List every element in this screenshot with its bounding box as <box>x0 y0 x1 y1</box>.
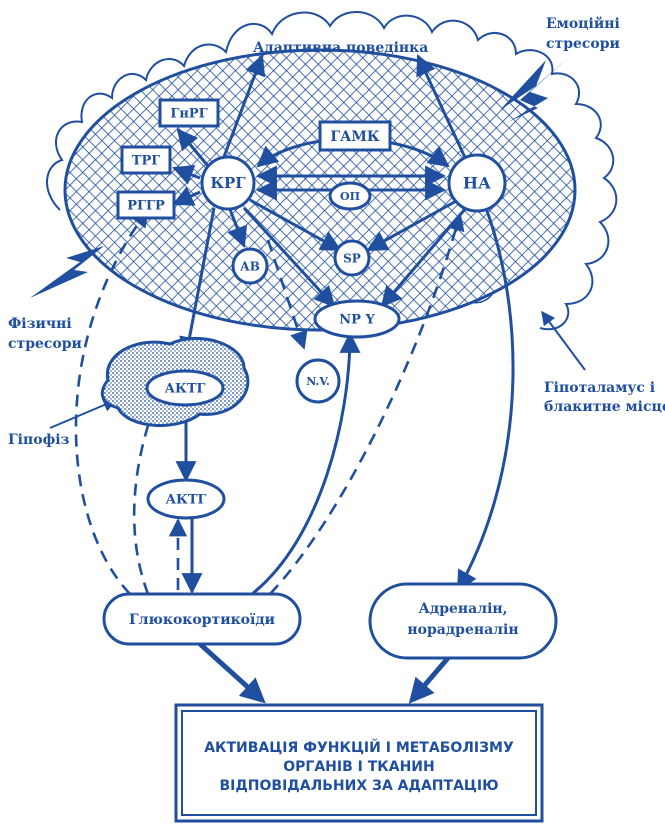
result-line-3: ВІДПОВІДАЛЬНИХ ЗА АДАПТАЦІЮ <box>219 778 498 794</box>
aktg-pituitary-node <box>145 369 225 407</box>
op-label: ОП <box>340 190 360 203</box>
physical-stressors-label-1: Фізичні <box>8 316 72 332</box>
pituitary-label: Гіпофіз <box>8 432 70 448</box>
sp-node <box>333 239 371 277</box>
result-box-outer <box>174 703 544 823</box>
result-box-inner <box>181 710 537 816</box>
aktg-pituitary-label: АКТГ <box>164 382 205 397</box>
physical-stressors-label-2: стресори <box>8 336 82 352</box>
emotional-stressors-label-2: стресори <box>546 36 620 52</box>
adrenaline-label-line1: Адреналін, <box>418 601 507 617</box>
gamk-label: ГАМК <box>330 129 380 145</box>
connection-arrows <box>49 54 586 704</box>
krg-label: КРГ <box>210 174 246 192</box>
trg-box <box>120 145 172 175</box>
result-line-1: АКТИВАЦІЯ ФУНКЦІЙ І МЕТАБОЛІЗМУ <box>204 739 514 756</box>
av-label: АВ <box>240 260 260 274</box>
npy-label: NP Y <box>339 313 375 328</box>
hypothalamus-label-1: Гіпоталамус і <box>544 380 655 396</box>
npy-node <box>313 299 401 339</box>
sp-label: SP <box>343 252 361 266</box>
adrenaline-label-line2: норадреналін <box>407 622 518 638</box>
na-label: НА <box>463 174 491 193</box>
adrenaline-box <box>368 582 558 660</box>
trg-label: ТРГ <box>132 154 160 169</box>
nv-label: N.V. <box>306 375 330 388</box>
na-node <box>447 153 507 213</box>
aktg-blood-node <box>146 478 226 520</box>
glucocorticoids-label: Глюкокортикоїди <box>129 612 275 628</box>
gnrg-label: ГнРГ <box>170 107 207 122</box>
physical-stressor-arrow <box>30 246 104 298</box>
result-line-2: ОРГАНІВ І ТКАНИН <box>283 759 434 775</box>
emotional-stressors-label-1: Емоційні <box>546 15 620 32</box>
nv-node <box>295 358 341 404</box>
adaptive-behavior-label: Адаптивна поведінка <box>253 40 428 56</box>
gnrg-box <box>158 98 220 128</box>
rggr-label: РГГР <box>127 199 165 214</box>
av-node <box>231 247 269 285</box>
gamk-box <box>318 120 392 152</box>
krg-node <box>200 155 256 211</box>
emotional-stressor-arrow <box>500 56 570 122</box>
rggr-box <box>116 190 176 220</box>
op-node <box>328 181 372 211</box>
glucocorticoids-box <box>102 592 302 646</box>
hypothalamus-label-2: блакитне місце <box>544 399 665 415</box>
aktg-blood-label: АКТГ <box>165 493 206 508</box>
